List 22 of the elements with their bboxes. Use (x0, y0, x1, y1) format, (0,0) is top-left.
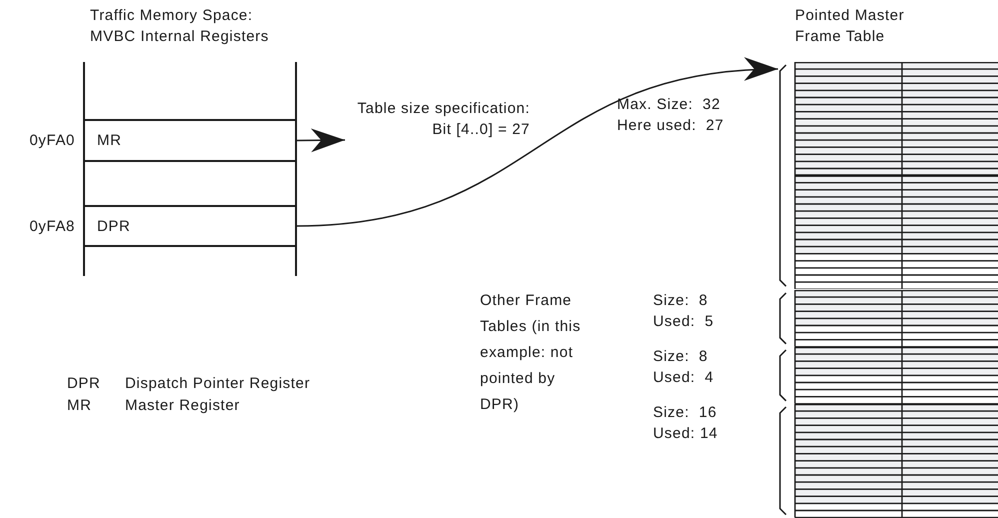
table-size-note: Used: 5 (653, 312, 714, 332)
register-name: DPR (97, 218, 130, 234)
register-address: 0yFA0 (29, 132, 75, 149)
table-size-note: Here used: 27 (617, 116, 724, 136)
arrow (297, 128, 345, 152)
table-size-note: Used: 4 (653, 368, 714, 388)
register-map-heading: Traffic Memory Space: MVBC Internal Registers (90, 6, 270, 47)
annotation-text: Table size specification: Bit [4..0] = 27 (345, 98, 530, 142)
abbreviation-text: Dispatch Pointer Register (125, 374, 310, 394)
table-size-note: Size: 8 (653, 347, 708, 367)
table-heading: Pointed Master Frame Table (795, 6, 906, 47)
table-size-note: Size: 8 (653, 291, 708, 311)
abbreviation-text: MR (67, 396, 92, 416)
table-size-note: Max. Size: 32 (617, 95, 720, 115)
arrow (296, 59, 778, 227)
abbreviation-text: DPR (67, 374, 100, 394)
table-size-note: Size: 16 (653, 403, 717, 423)
abbreviation-text: Master Register (125, 396, 240, 416)
note-text: Other Frame Tables (in this example: not pointed by DPR) (480, 291, 582, 415)
table-size-note: Used: 14 (653, 424, 718, 444)
register-address: 0yFA8 (29, 218, 75, 234)
register-name: MR (97, 132, 122, 149)
